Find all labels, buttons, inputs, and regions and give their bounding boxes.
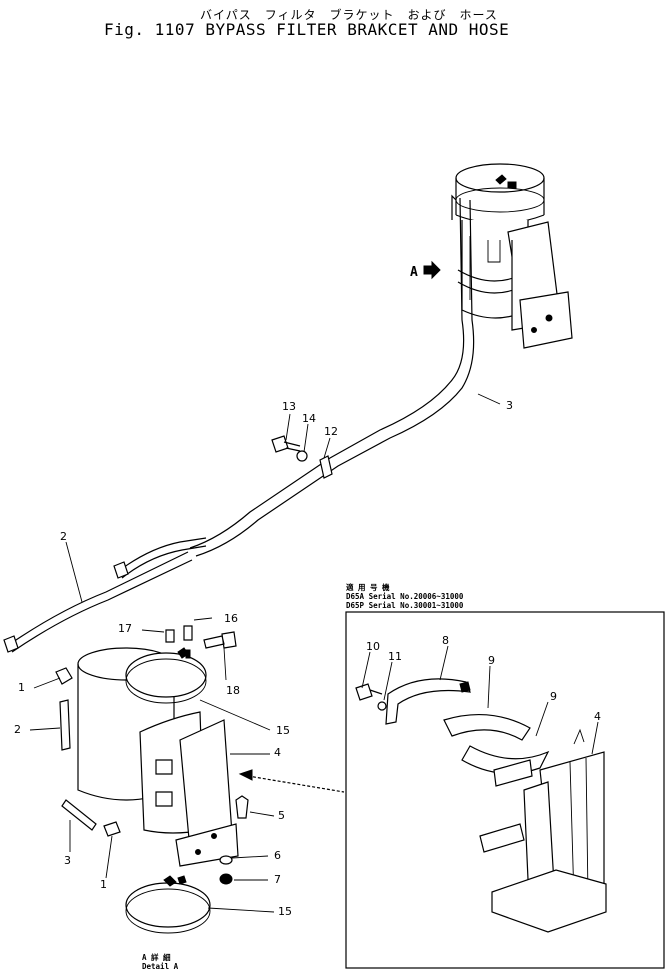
callout-16: 16 — [224, 612, 238, 625]
callout-6: 6 — [274, 849, 281, 862]
clamp-12 — [319, 455, 333, 479]
callout-5: 5 — [278, 809, 285, 822]
bolt-13 — [271, 435, 301, 453]
bracket-4 — [139, 711, 239, 867]
band-9-upper — [443, 713, 531, 741]
detail-serial-1: D65A Serial No.20006~31000 — [346, 592, 464, 601]
detail-serial-2: D65P Serial No.30001~31000 — [346, 601, 464, 610]
bracket-8 — [385, 678, 471, 725]
bolt-3 — [61, 799, 97, 831]
callout-15-upper: 15 — [276, 724, 290, 737]
callout-14: 14 — [302, 412, 316, 425]
fitting-17 — [165, 629, 175, 643]
callout-2-hose: 2 — [60, 530, 67, 543]
callout-15-lower: 15 — [278, 905, 292, 918]
figure-title: Fig. 1107 BYPASS FILTER BRAKCET AND HOSE — [104, 20, 510, 39]
callout-3-bolt: 3 — [64, 854, 71, 867]
callout-1-lower: 1 — [100, 878, 107, 891]
callout-4: 4 — [274, 746, 281, 759]
elbow-1-upper — [55, 667, 73, 685]
callout-9-lower: 9 — [550, 690, 557, 703]
hose-2-stub — [59, 699, 71, 751]
elbow-1-lower — [103, 821, 121, 837]
bolt-18 — [203, 631, 237, 649]
detail-caption-jp: A 詳 細 — [142, 953, 171, 962]
bolt-5 — [235, 795, 249, 819]
callout-3-hose: 3 — [506, 399, 513, 412]
callout-7: 7 — [274, 873, 281, 886]
callout-18: 18 — [226, 684, 240, 697]
callout-8: 8 — [442, 634, 449, 647]
callout-12: 12 — [324, 425, 338, 438]
callout-9-upper: 9 — [488, 654, 495, 667]
callout-11: 11 — [388, 650, 402, 663]
callout-1-upper: 1 — [18, 681, 25, 694]
band-upper-15 — [125, 652, 207, 704]
japanese-title: バイパス フィルタ ブラケット および ホース — [200, 8, 498, 22]
detail-a-box — [345, 611, 665, 969]
callout-4-detail: 4 — [594, 710, 601, 723]
band-lower-15 — [125, 875, 211, 934]
leader-lines — [29, 393, 599, 913]
callout-10: 10 — [366, 640, 380, 653]
washer-14 — [296, 450, 308, 462]
nut-7 — [219, 873, 233, 885]
callout-2-stub: 2 — [14, 723, 21, 736]
bolt-10 — [355, 683, 383, 701]
fitting-16 — [183, 625, 193, 641]
view-a-label: A — [410, 265, 418, 280]
detail-caption: Detail A — [142, 962, 179, 971]
callout-13: 13 — [282, 400, 296, 413]
detail-heading-jp: 適 用 号 機 — [346, 583, 390, 592]
detail-arrow — [247, 775, 345, 793]
washer-6 — [219, 855, 233, 865]
detail-a-parts — [355, 678, 607, 933]
view-a-arrow — [423, 260, 441, 280]
clamp-bolt-upper — [177, 647, 191, 659]
callout-17: 17 — [118, 622, 132, 635]
hose-2 — [3, 537, 207, 653]
upper-filter-assembly — [451, 163, 573, 349]
washer-11 — [377, 701, 387, 711]
hose-3 — [189, 197, 475, 557]
